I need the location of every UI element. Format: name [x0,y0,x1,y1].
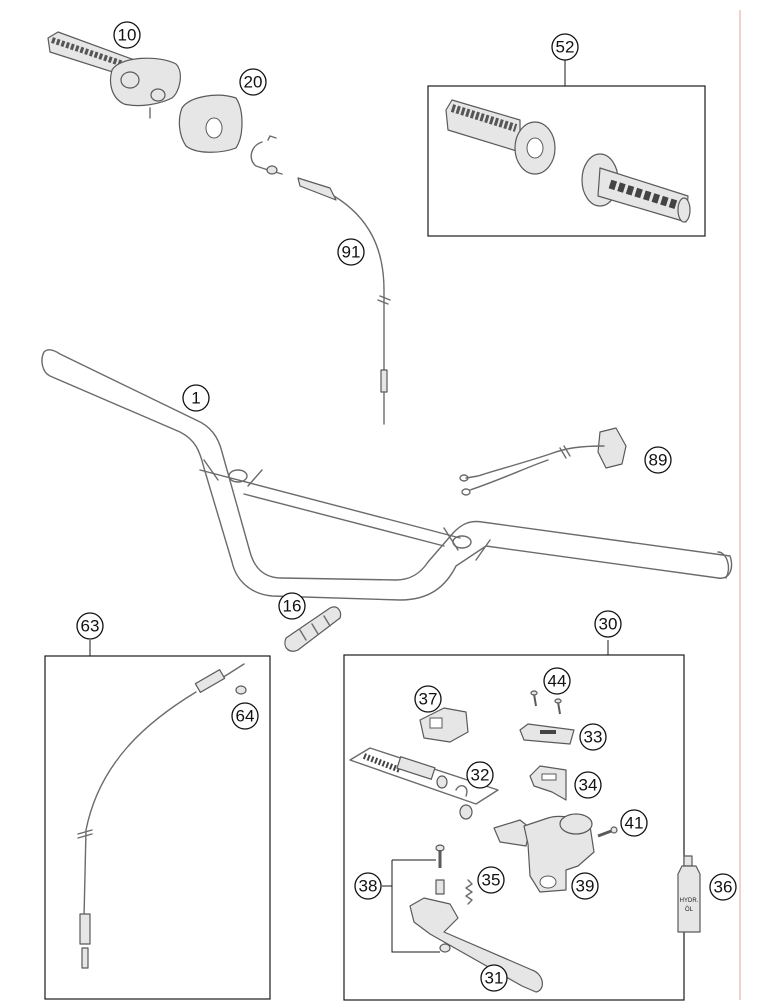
callout-37-label: 37 [419,690,438,709]
bolt-part-38 [435,844,445,895]
throttle-cable [250,135,391,425]
callout-20: 20 [239,68,267,96]
callout-89: 89 [644,446,672,474]
callout-35-label: 35 [482,871,501,890]
brake-assembly-box [343,654,685,1001]
callout-31-label: 31 [485,969,504,988]
callout-30: 30 [594,610,622,638]
callout-52: 52 [551,33,579,61]
callout-32-label: 32 [471,766,490,785]
callout-63: 63 [76,612,104,640]
gasket-part-34 [529,765,567,801]
callout-89-label: 89 [649,451,668,470]
callout-30-label: 30 [599,615,618,634]
brake-pistons [349,747,499,820]
screws-part-44 [530,690,562,715]
callout-91-label: 91 [342,243,361,262]
clutch-cable-box [44,655,271,1000]
callout-10-label: 10 [118,26,137,45]
callout-34: 34 [574,771,602,799]
callout-33: 33 [579,723,607,751]
callout-39: 39 [571,872,599,900]
brake-fluid-bottle: HYDR. ÖL [677,855,701,933]
throttle-cover [178,94,243,153]
grip-set-box [427,85,706,237]
callout-44-label: 44 [548,672,567,691]
callout-38: 38 [354,872,382,900]
callout-44: 44 [543,667,571,695]
grip-right [581,153,691,223]
clamp-part-37 [419,707,469,743]
callout-36-label: 36 [714,878,733,897]
callout-64-label: 64 [236,707,255,726]
throttle-grip-assembly [47,31,181,119]
callout-41: 41 [620,809,648,837]
handlebar [41,349,733,601]
bottle-label-line1: HYDR. [680,898,699,904]
callout-91: 91 [337,238,365,266]
master-cylinder-part-39 [493,813,595,893]
callout-20-label: 20 [244,73,263,92]
cap-part-16 [284,606,342,652]
kill-switch [459,427,627,496]
callout-10: 10 [113,21,141,49]
callout-36: 36 [709,873,737,901]
brake-lever-part-31 [409,897,543,993]
callout-1-label: 1 [191,389,200,408]
callout-16-label: 16 [283,597,302,616]
callout-16: 16 [278,592,306,620]
callout-35: 35 [477,866,505,894]
callout-63-label: 63 [81,617,100,636]
callout-64: 64 [231,702,259,730]
callout-39-label: 39 [576,877,595,896]
bolt-part-41 [597,826,618,838]
callout-37: 37 [414,685,442,713]
reservoir-cover-part-33 [519,723,575,745]
callout-41-label: 41 [625,814,644,833]
callout-33-label: 33 [584,728,603,747]
callout-34-label: 34 [579,776,598,795]
grip-left [445,99,556,175]
callout-1: 1 [182,384,210,412]
bottle-label-line2: ÖL [685,906,694,913]
callout-52-label: 52 [556,38,575,57]
callout-31: 31 [480,964,508,992]
callout-32: 32 [466,761,494,789]
clutch-cable [77,663,247,969]
spring-part-35 [465,879,473,905]
callout-38-label: 38 [359,877,378,896]
